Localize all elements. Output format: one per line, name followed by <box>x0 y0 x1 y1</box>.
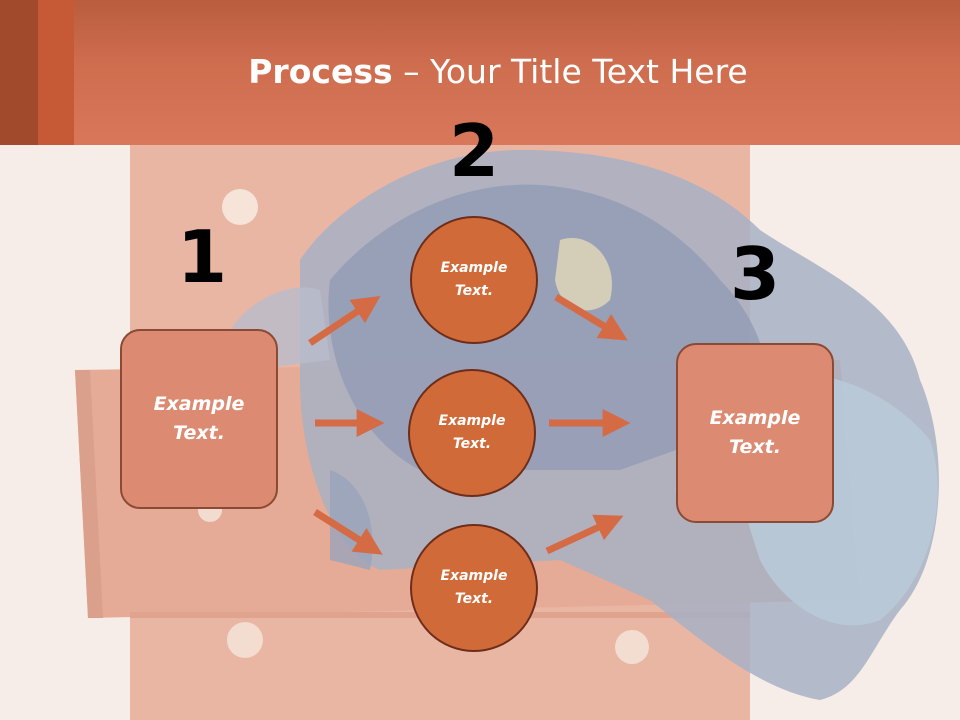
step-2-circle-top: Example Text. <box>410 216 538 344</box>
circle-text: Example Text. <box>440 260 508 299</box>
header-band <box>0 0 960 145</box>
step-number-2: 2 <box>449 109 500 193</box>
step-1-box: Example Text. <box>120 329 278 509</box>
title-rest: – Your Title Text Here <box>392 52 748 91</box>
step-2-circle-middle: Example Text. <box>408 369 536 497</box>
step-1-text: Example Text. <box>153 393 245 444</box>
step-3-text: Example Text. <box>709 407 801 458</box>
step-number-1: 1 <box>177 215 228 299</box>
step-3-box: Example Text. <box>676 343 834 523</box>
header-stripe <box>0 0 38 145</box>
slide-title: Process – Your Title Text Here <box>0 52 960 91</box>
title-bold: Process <box>248 52 393 91</box>
header-stripe <box>38 0 74 145</box>
step-2-circle-bottom: Example Text. <box>410 524 538 652</box>
circle-text: Example Text. <box>440 568 508 607</box>
circle-text: Example Text. <box>438 413 506 452</box>
step-number-3: 3 <box>730 232 781 316</box>
